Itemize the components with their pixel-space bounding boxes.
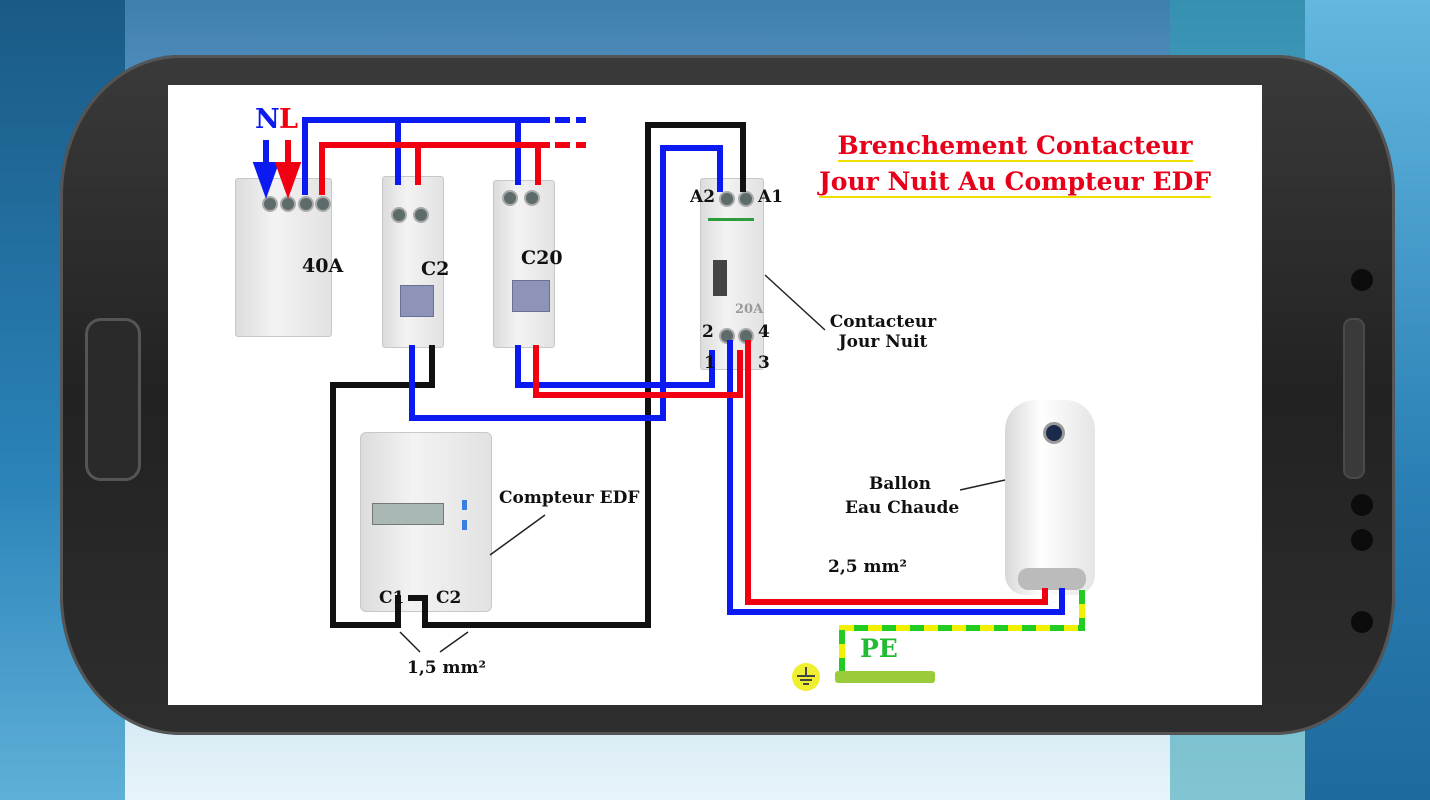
contactor-green-strip [708, 218, 754, 221]
terminal [262, 196, 278, 212]
meter-cable-label: 1,5 mm² [407, 658, 486, 678]
phone-sensor-dot [1351, 529, 1373, 551]
leader-line [959, 479, 1006, 491]
meter-led [462, 500, 467, 510]
wire-live-drop [415, 145, 541, 185]
wire-neutral-bus [302, 117, 550, 195]
meter-c1-label: C1 [379, 588, 405, 608]
breaker-c20-lever [512, 280, 550, 312]
main-breaker-label: 40A [302, 255, 344, 277]
earth-bar [835, 671, 935, 683]
terminal [524, 190, 540, 206]
meter-display [372, 503, 444, 525]
heater-thermostat-icon [1043, 422, 1065, 444]
wire-earth [839, 590, 1085, 672]
phone-home-button [85, 318, 141, 481]
terminal [315, 196, 331, 212]
terminal-2-label: 2 [702, 322, 714, 342]
terminal [719, 191, 735, 207]
meter-c2-label: C2 [436, 588, 462, 608]
contactor-rating: 20A [735, 302, 764, 317]
wire-control-c2 [408, 122, 746, 628]
heater-label-line2: Eau Chaude [845, 498, 960, 518]
terminal-a1-label: A1 [758, 187, 784, 207]
terminal [502, 190, 518, 206]
live-label: L [279, 104, 298, 135]
terminal-4-label: 4 [758, 322, 770, 342]
wire-live-bus [319, 142, 550, 195]
terminal-3-label: 3 [758, 353, 770, 373]
contactor-label-line1: Contacteur [829, 312, 937, 332]
neutral-label: N [255, 104, 280, 135]
meter-label: Compteur EDF [499, 488, 640, 508]
phone-speaker-dot [1351, 611, 1373, 633]
breaker-c2-label: C2 [421, 258, 450, 280]
terminal [391, 207, 407, 223]
wire-neutral-heater [727, 340, 1065, 615]
breaker-c20-label: C20 [521, 247, 563, 269]
contactor-switch [713, 260, 727, 296]
contactor-label-line2: Jour Nuit [838, 332, 928, 352]
terminal [413, 207, 429, 223]
wire-live-heater [745, 340, 1048, 605]
heater-cable-label: 2,5 mm² [828, 557, 907, 577]
wire-control-c1 [330, 345, 435, 628]
phone-side-slot [1343, 318, 1365, 479]
leader-line [489, 514, 546, 556]
earth-label: PE [860, 634, 898, 663]
wire-live-contact-in [533, 345, 743, 398]
heater-terminal-box [1018, 568, 1086, 590]
heater-label-line1: Ballon [869, 474, 931, 494]
breaker-c2-lever [400, 285, 434, 317]
wire-neutral-contact-in [515, 345, 715, 388]
neutral-arrow-icon [252, 140, 280, 199]
wire-neutral-drop [395, 120, 521, 185]
leader-line [439, 631, 469, 653]
leader-line [764, 274, 826, 331]
meter-led [462, 520, 467, 530]
wire-neutral-coil [409, 145, 723, 421]
breaker-c2 [382, 176, 444, 348]
live-arrow-icon [274, 140, 302, 199]
terminal-1-label: 1 [704, 353, 716, 373]
breaker-c20 [493, 180, 555, 348]
title-line1: Brenchement Contacteur [837, 131, 1193, 162]
terminal-a2-label: A2 [690, 187, 716, 207]
leader-line [399, 631, 421, 653]
terminal [298, 196, 314, 212]
phone-camera-dot [1351, 269, 1373, 291]
title-line2: Jour Nuit Au Compteur EDF [818, 167, 1212, 198]
phone-sensor-dot [1351, 494, 1373, 516]
